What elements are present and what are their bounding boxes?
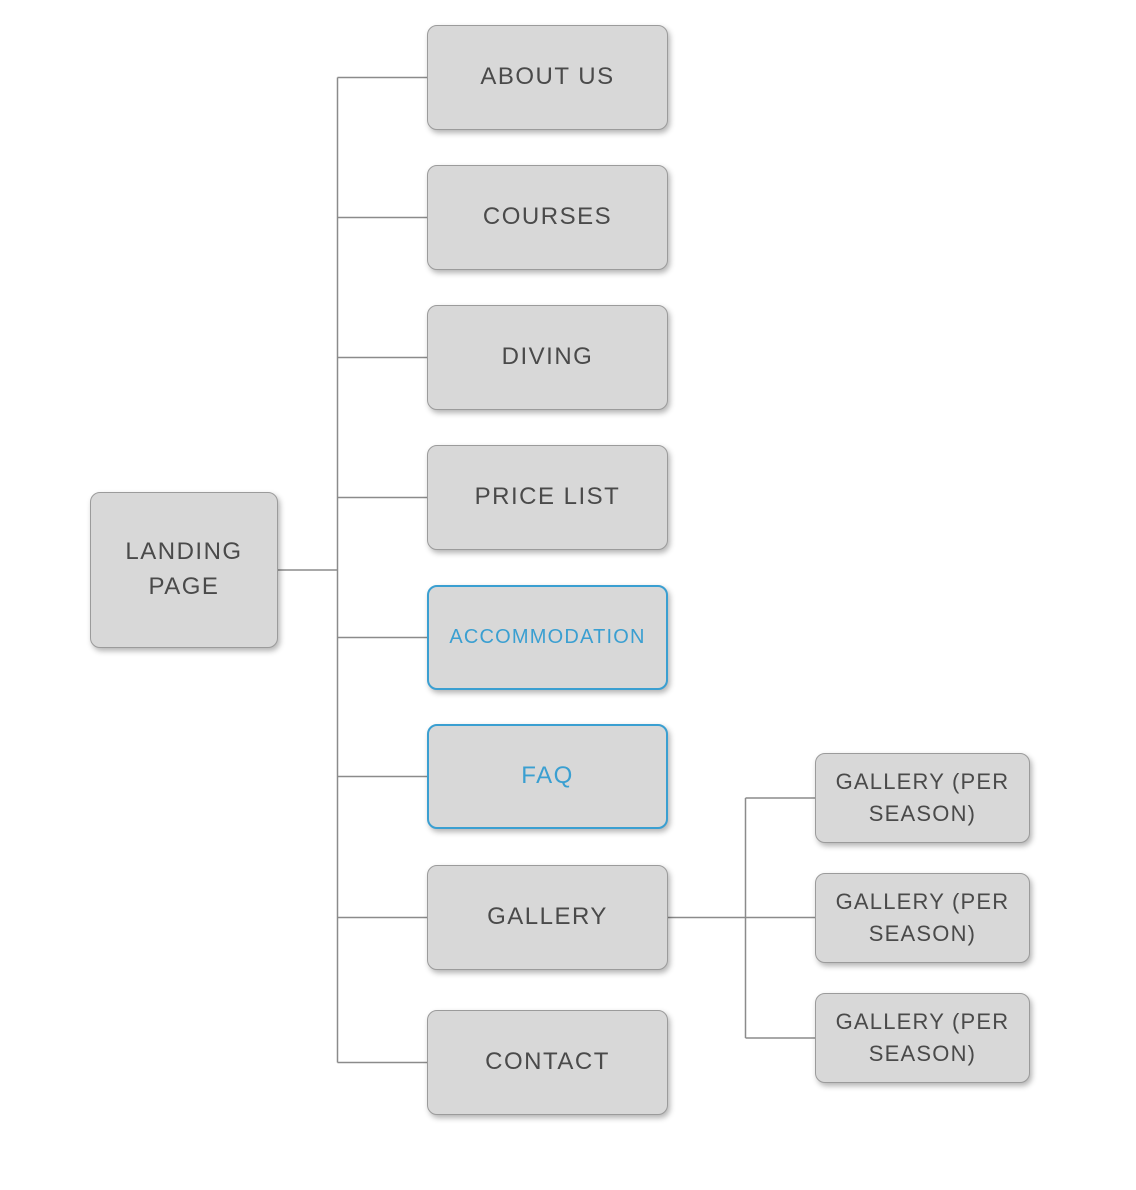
node-gallery-per-season-1[interactable]: GALLERY (PER SEASON) [815,753,1030,843]
node-courses[interactable]: COURSES [427,165,668,270]
node-about-us[interactable]: ABOUT US [427,25,668,130]
node-label: CONTACT [485,1048,610,1076]
node-label: COURSES [482,203,613,231]
node-diving[interactable]: DIVING [427,305,668,410]
node-gallery[interactable]: GALLERY [427,865,668,970]
node-label: ABOUT US [480,63,615,91]
node-label: GALLERY (PER SEASON) [835,769,1010,826]
node-label: LANDING PAGE [125,538,243,600]
node-gallery-per-season-3[interactable]: GALLERY (PER SEASON) [815,993,1030,1083]
node-label: GALLERY (PER SEASON) [835,889,1010,946]
node-gallery-per-season-2[interactable]: GALLERY (PER SEASON) [815,873,1030,963]
node-label: GALLERY (PER SEASON) [835,1009,1010,1066]
node-label: DIVING [501,343,594,371]
node-label: PRICE LIST [474,483,621,511]
node-accommodation[interactable]: ACCOMMODATION [427,585,668,690]
node-landing-page[interactable]: LANDING PAGE [90,492,278,648]
node-label: ACCOMMODATION [449,626,646,648]
node-faq[interactable]: FAQ [427,724,668,829]
node-label: FAQ [521,762,574,790]
node-label: GALLERY [487,903,608,931]
node-contact[interactable]: CONTACT [427,1010,668,1115]
node-price-list[interactable]: PRICE LIST [427,445,668,550]
